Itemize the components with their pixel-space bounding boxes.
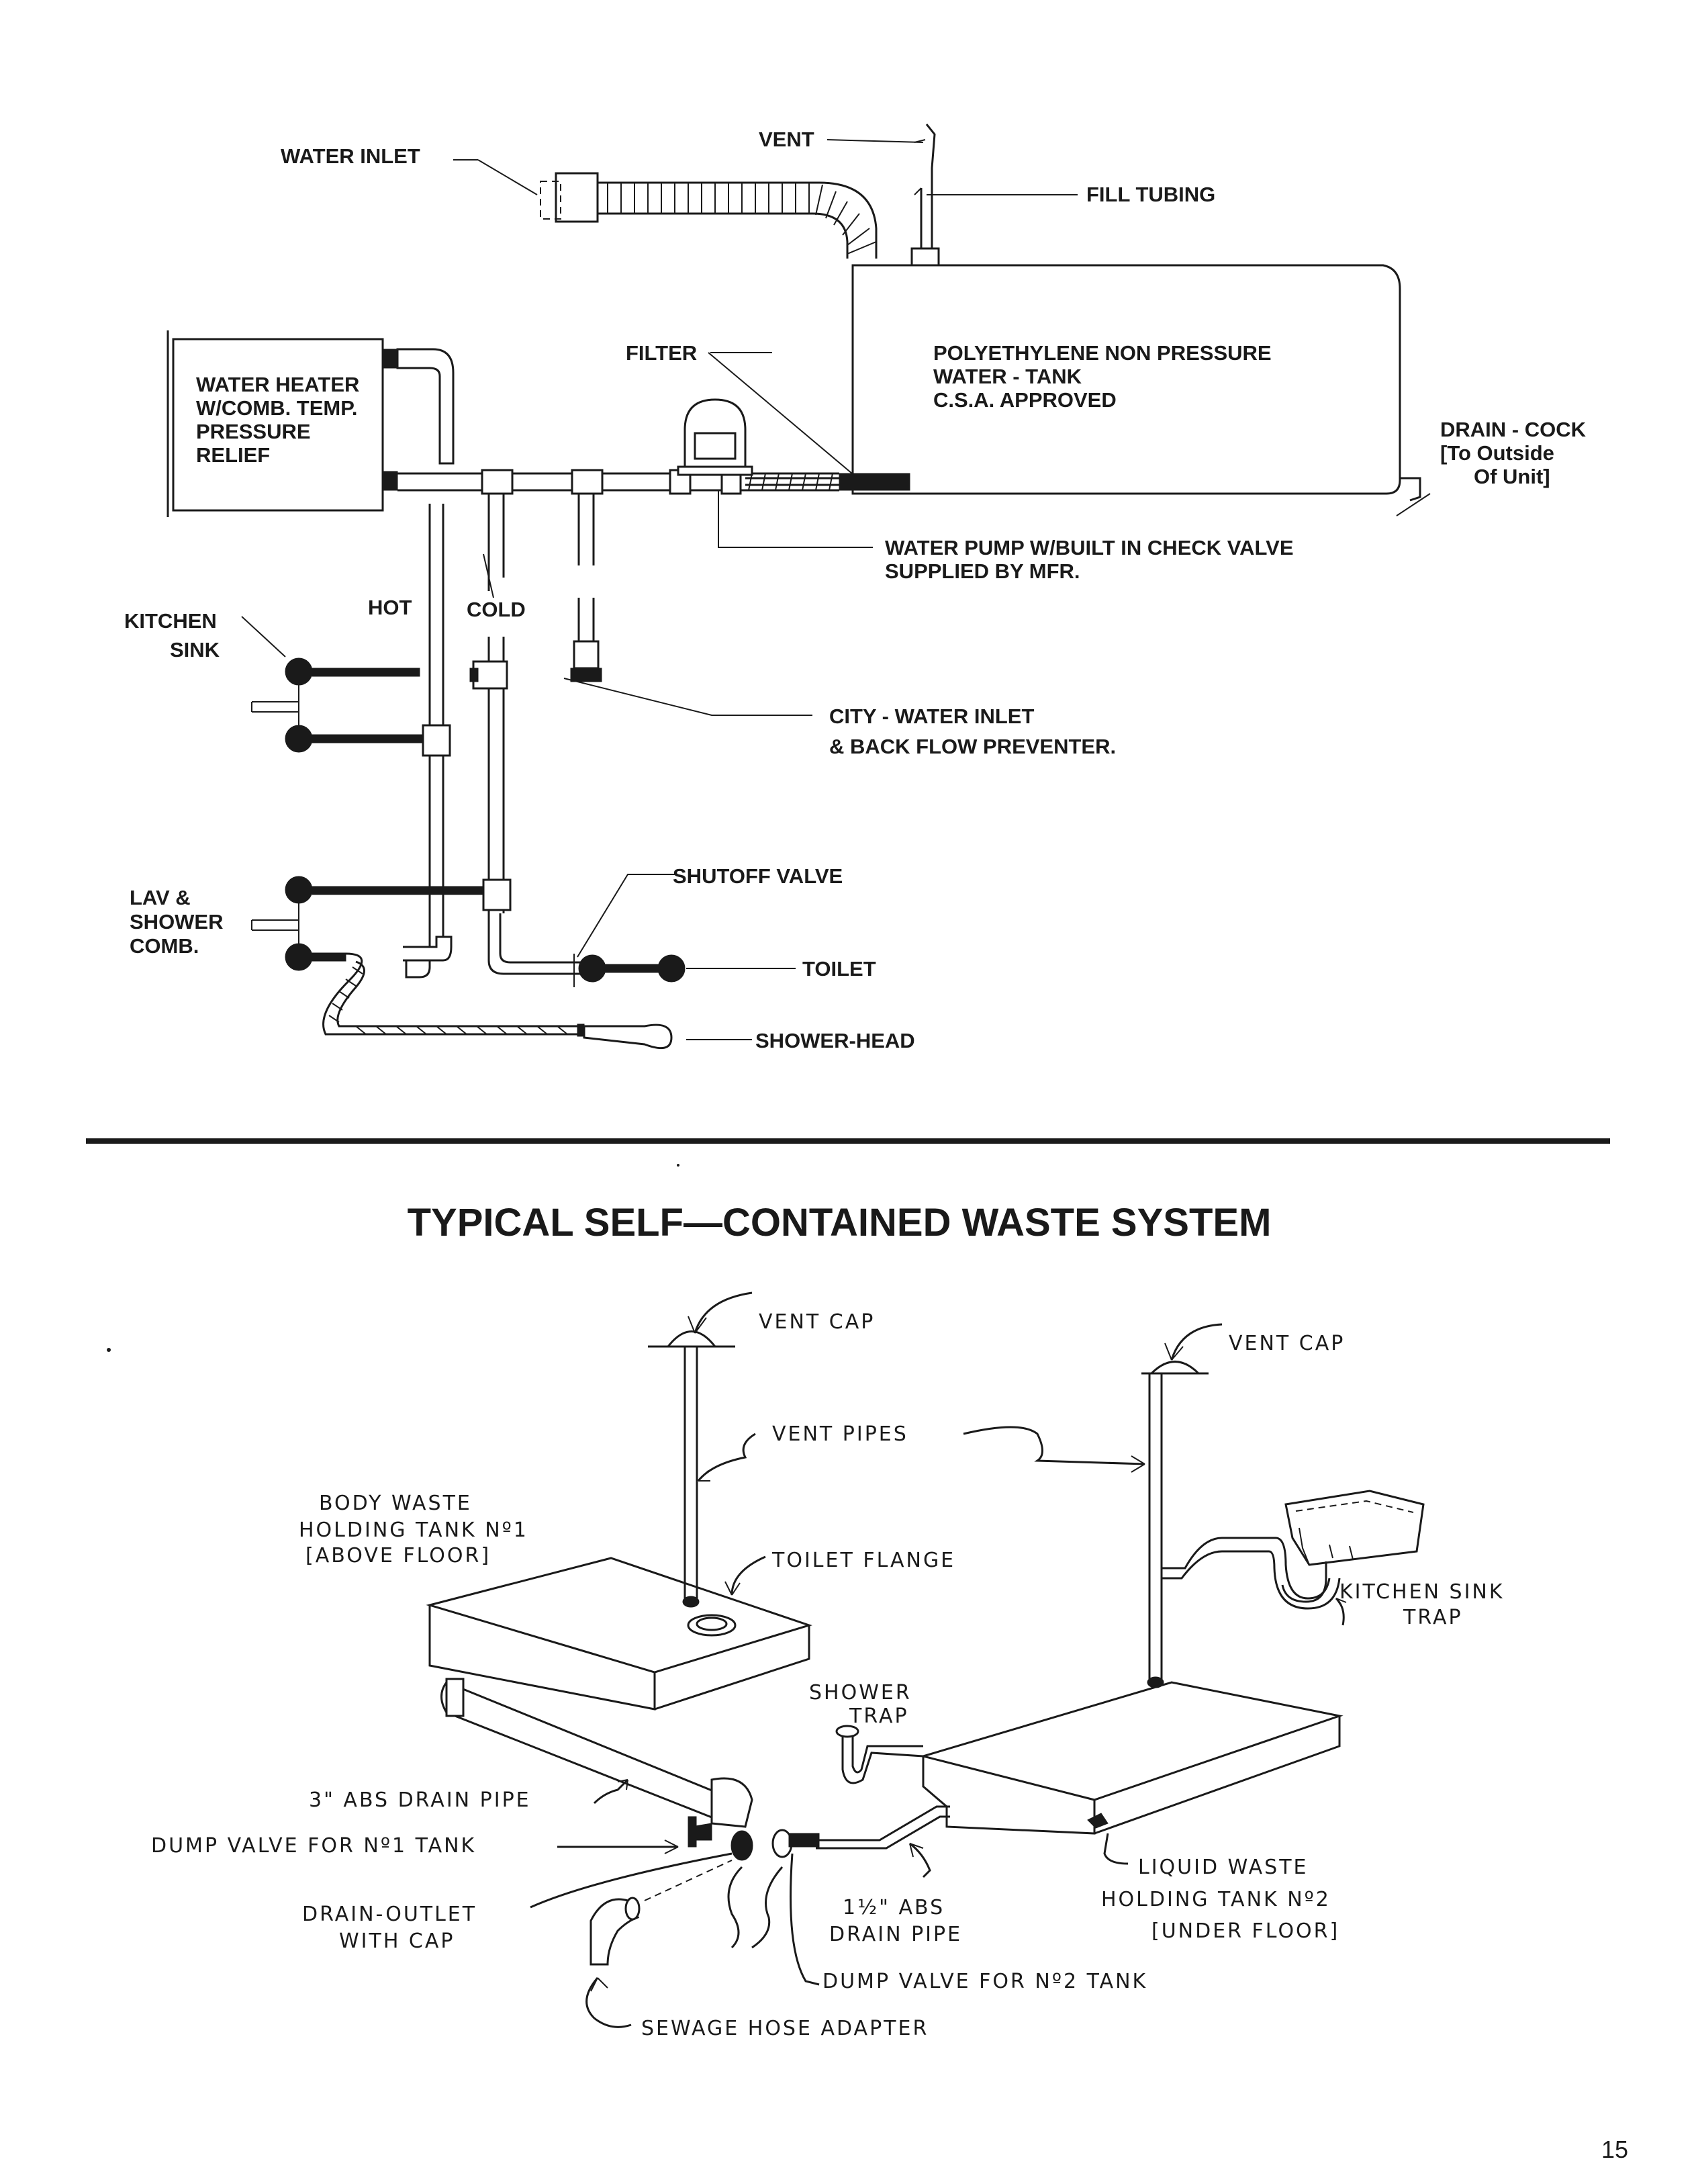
label-body-2: HOLDING TANK Nº1 bbox=[299, 1518, 528, 1542]
label-city-1: CITY - WATER INLET bbox=[829, 704, 1034, 728]
water-heater bbox=[167, 330, 398, 517]
waste-labels: VENT CAP VENT CAP VENT PIPES BODY WASTE … bbox=[151, 1310, 1505, 2040]
dump-valve-2 bbox=[771, 1829, 820, 1858]
label-toilet-flange: TOILET FLANGE bbox=[771, 1549, 955, 1572]
abs15-drain-pipe bbox=[816, 1805, 950, 1850]
label-tank-2: WATER - TANK bbox=[933, 365, 1082, 388]
dump-valve-1 bbox=[688, 1816, 753, 1861]
label-toilet: TOILET bbox=[802, 957, 876, 981]
label-lav-2: SHOWER bbox=[130, 910, 224, 934]
liquid-waste-tank bbox=[919, 1681, 1344, 1835]
toilet-supply bbox=[487, 913, 686, 987]
lav-shower-faucets bbox=[251, 876, 512, 979]
page-number: 15 bbox=[1601, 2136, 1628, 2163]
label-drain-2: [To Outside bbox=[1440, 441, 1554, 465]
label-dump1: DUMP VALVE FOR Nº1 TANK bbox=[151, 1834, 476, 1858]
label-lav-1: LAV & bbox=[130, 886, 191, 909]
label-lav-3: COMB. bbox=[130, 934, 199, 958]
waste-system-diagram bbox=[426, 1291, 1425, 2028]
label-kitchen-1: KITCHEN bbox=[124, 609, 217, 633]
label-vent-cap-left: VENT CAP bbox=[759, 1310, 875, 1334]
filter bbox=[745, 473, 839, 491]
fill-tubing bbox=[598, 181, 878, 259]
label-kitchen-trap-1: KITCHEN SINK bbox=[1339, 1580, 1505, 1604]
label-shower-trap-2: TRAP bbox=[849, 1704, 909, 1728]
label-vent: VENT bbox=[759, 128, 814, 151]
label-kitchen-2: SINK bbox=[170, 638, 220, 662]
section-divider bbox=[86, 1138, 1610, 1144]
supply-labels: VENT WATER INLET FILL TUBING FILTER POLY… bbox=[124, 128, 1587, 1052]
label-kitchen-trap-2: TRAP bbox=[1403, 1606, 1463, 1629]
label-shower-head: SHOWER-HEAD bbox=[755, 1029, 915, 1052]
label-body-3: [ABOVE FLOOR] bbox=[305, 1544, 491, 1567]
label-filter: FILTER bbox=[626, 341, 697, 365]
cold-line bbox=[487, 494, 505, 934]
drain-cock bbox=[1396, 477, 1431, 516]
label-abs3: 3" ABS DRAIN PIPE bbox=[309, 1788, 531, 1812]
label-drain-outlet-1: DRAIN-OUTLET bbox=[302, 1903, 477, 1926]
label-tank-3: C.S.A. APPROVED bbox=[933, 388, 1117, 412]
label-fill-tubing: FILL TUBING bbox=[1086, 183, 1215, 206]
sewage-hose-adapter bbox=[590, 1860, 733, 1966]
label-abs15-2: DRAIN PIPE bbox=[829, 1923, 962, 1946]
kitchen-sink-faucets bbox=[251, 657, 508, 757]
label-hot: HOT bbox=[368, 596, 412, 619]
label-body-1: BODY WASTE bbox=[319, 1492, 472, 1515]
water-pump bbox=[677, 398, 753, 476]
vent-stub bbox=[910, 247, 940, 267]
speck bbox=[677, 1164, 679, 1167]
water-tank bbox=[851, 264, 1401, 495]
right-vent-cap bbox=[1141, 1323, 1223, 1688]
left-vent-cap bbox=[648, 1291, 753, 1608]
label-dump2: DUMP VALVE FOR Nº2 TANK bbox=[822, 1970, 1147, 1993]
label-shutoff: SHUTOFF VALVE bbox=[673, 864, 843, 888]
label-liquid-1: LIQUID WASTE bbox=[1138, 1856, 1309, 1879]
label-drain-1: DRAIN - COCK bbox=[1440, 418, 1587, 441]
kitchen-sink-trap bbox=[1162, 1537, 1341, 1610]
kitchen-sink bbox=[1281, 1490, 1425, 1603]
label-vent-cap-right: VENT CAP bbox=[1229, 1332, 1345, 1355]
label-drain-outlet-2: WITH CAP bbox=[339, 1929, 455, 1953]
body-waste-tank bbox=[426, 1557, 812, 1711]
label-heater-2: W/COMB. TEMP. bbox=[196, 396, 358, 420]
label-pump-1: WATER PUMP W/BUILT IN CHECK VALVE bbox=[885, 536, 1294, 559]
abs3-drain-pipe bbox=[440, 1678, 753, 1828]
city-inlet bbox=[573, 640, 600, 670]
hot-riser bbox=[396, 348, 455, 465]
label-heater-3: PRESSURE bbox=[196, 420, 311, 443]
label-pump-2: SUPPLIED BY MFR. bbox=[885, 559, 1080, 583]
label-drain-3: Of Unit] bbox=[1474, 465, 1550, 488]
label-vent-pipes: VENT PIPES bbox=[772, 1422, 908, 1446]
label-liquid-2: HOLDING TANK Nº2 bbox=[1101, 1888, 1331, 1911]
label-abs15-1: 1½" ABS bbox=[843, 1896, 945, 1919]
shower-trap bbox=[835, 1725, 924, 1784]
shower-hose bbox=[322, 952, 673, 1050]
waste-title: TYPICAL SELF—CONTAINED WASTE SYSTEM bbox=[408, 1201, 1272, 1244]
speck bbox=[107, 1348, 111, 1352]
water-inlet-fitting bbox=[540, 172, 599, 223]
label-heater-1: WATER HEATER bbox=[196, 373, 359, 396]
label-heater-4: RELIEF bbox=[196, 443, 270, 467]
label-cold: COLD bbox=[467, 598, 526, 621]
label-water-inlet: WATER INLET bbox=[281, 144, 420, 168]
label-city-2: & BACK FLOW PREVENTER. bbox=[829, 735, 1116, 758]
label-tank-1: POLYETHYLENE NON PRESSURE bbox=[933, 341, 1272, 365]
vent-pipe bbox=[920, 124, 936, 248]
label-shower-trap-1: SHOWER bbox=[809, 1681, 912, 1704]
label-sewage: SEWAGE HOSE ADAPTER bbox=[641, 2017, 929, 2040]
label-liquid-3: [UNDER FLOOR] bbox=[1151, 1919, 1339, 1943]
water-supply-diagram bbox=[167, 124, 1431, 1050]
